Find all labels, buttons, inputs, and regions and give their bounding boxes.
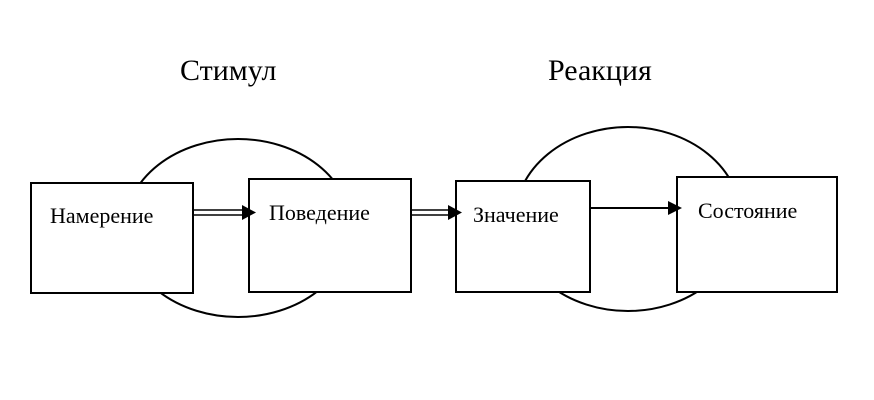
meaning-box: Значение: [455, 180, 591, 293]
arrow-behavior-to-meaning: [412, 205, 462, 220]
reaction-heading: Реакция: [548, 54, 652, 87]
arrow-intention-to-behavior: [194, 205, 256, 220]
stimulus-heading: Стимул: [180, 54, 277, 87]
meaning-label: Значение: [473, 202, 559, 227]
behavior-label: Поведение: [269, 200, 370, 225]
state-box: Состояние: [676, 176, 838, 293]
intention-box: Намерение: [30, 182, 194, 294]
intention-label: Намерение: [50, 203, 154, 228]
behavior-box: Поведение: [248, 178, 412, 293]
arrow-meaning-to-state: [591, 201, 682, 215]
state-label: Состояние: [698, 198, 798, 223]
